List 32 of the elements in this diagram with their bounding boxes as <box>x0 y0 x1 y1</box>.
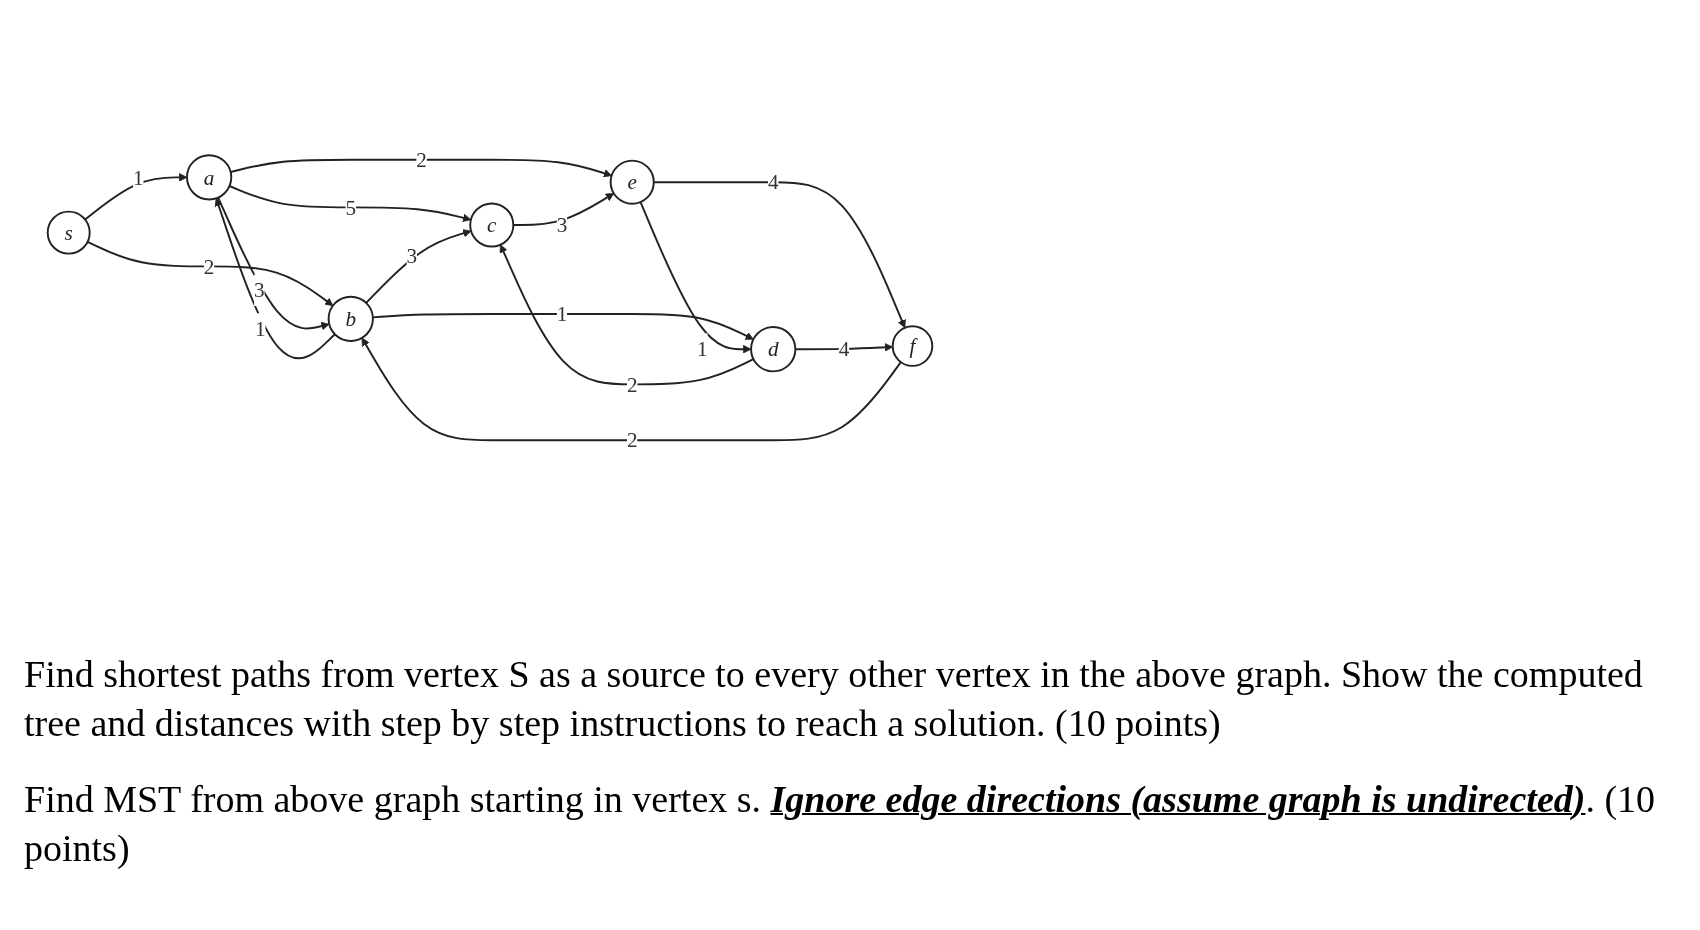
node-circle: b <box>327 295 374 342</box>
edge-label: 3 <box>406 243 418 268</box>
edge-label: 3 <box>254 278 265 303</box>
arrow <box>84 173 188 221</box>
edge-label: 4 <box>767 170 779 195</box>
arrow <box>86 240 334 307</box>
edge-label: 4 <box>838 337 850 362</box>
edge-label: 2 <box>626 372 638 397</box>
node-circle: s <box>46 210 91 255</box>
edge-label: 5 <box>345 195 357 220</box>
node-circle: e <box>609 159 655 205</box>
edge-label: 1 <box>254 317 266 342</box>
edge-label: 2 <box>203 254 215 279</box>
node-circle: c <box>469 202 515 248</box>
arrow <box>639 201 752 354</box>
edge-label: 1 <box>556 301 568 327</box>
edge-label: 1 <box>133 165 144 190</box>
edge-label: 1 <box>697 337 708 362</box>
question-text: Find shortest paths from vertex S as a source to every other vertex in the above graph. Show the computed tree and distances with step by step instructions to reach a solution. (10 points) <box>24 652 1644 747</box>
edge-label: 3 <box>556 212 568 238</box>
question-text: Find MST from above graph starting in vertex s. Ignore edge directions (assume graph is undirected). (10 points) <box>24 776 1657 872</box>
arrow <box>365 229 472 304</box>
edge-label: 2 <box>416 147 427 172</box>
edge-label: 2 <box>626 428 638 453</box>
arrow <box>228 185 472 222</box>
arrow <box>217 196 330 331</box>
node-circle: a <box>186 154 233 201</box>
node-circle: f <box>891 325 934 367</box>
arrow <box>499 244 755 386</box>
arrow <box>361 337 902 442</box>
node-circle: d <box>750 326 797 373</box>
arrow <box>214 197 336 360</box>
